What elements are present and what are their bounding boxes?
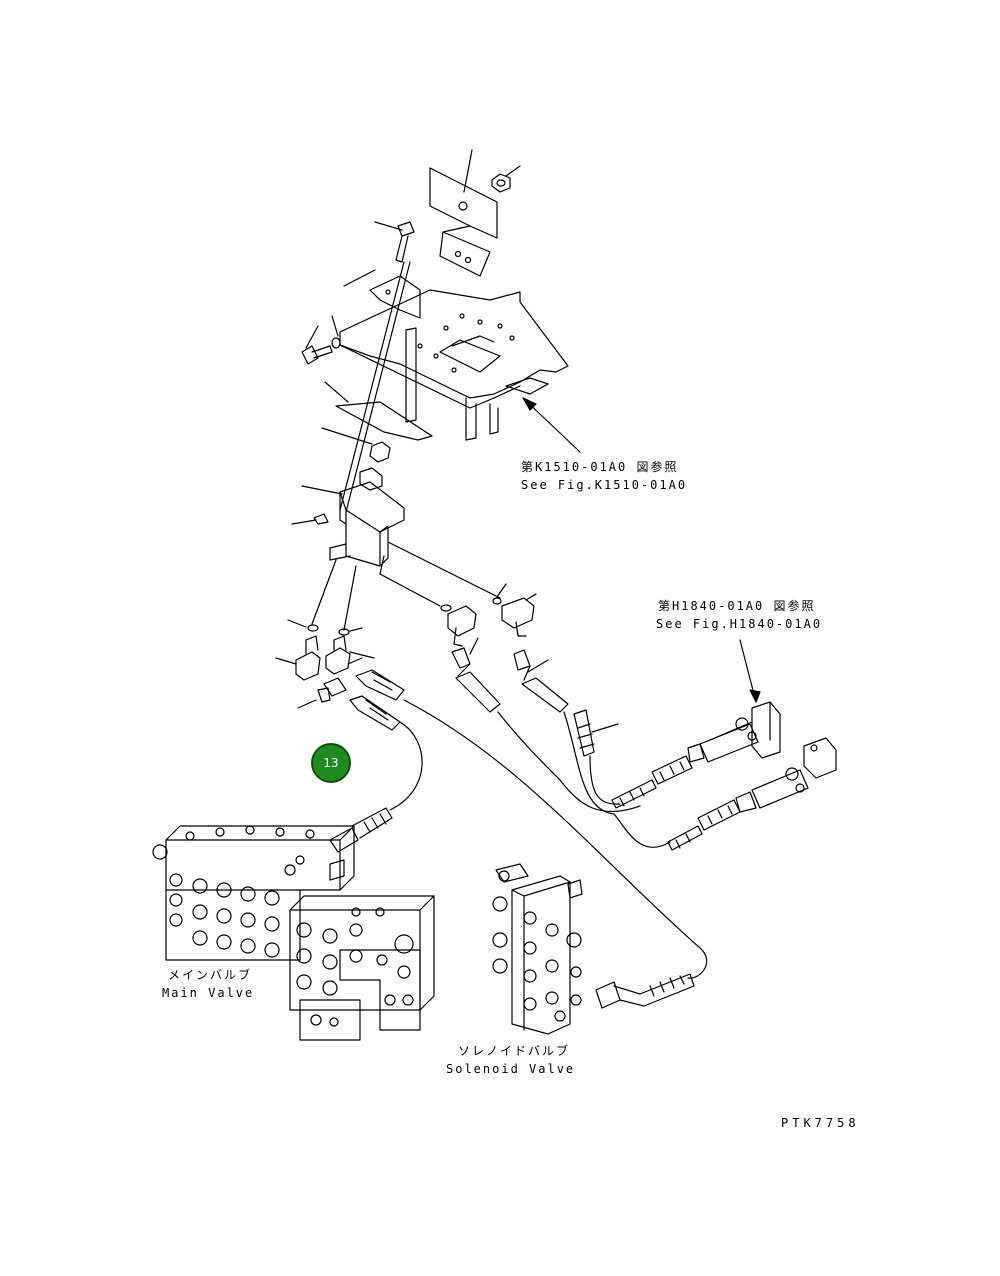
solenoid-valve-label-jp: ソレノイドバルブ	[458, 1044, 571, 1058]
bolt-washer-left	[301, 315, 341, 365]
part-callout-13[interactable]: 13	[311, 743, 351, 783]
upper-bracket	[429, 149, 498, 277]
main-valve-label-en: Main Valve	[162, 986, 255, 1000]
hex-nut	[321, 427, 391, 463]
linkage-rod	[339, 261, 405, 511]
bolt-part	[374, 221, 415, 263]
linkage-rod	[345, 261, 411, 513]
right-cylinder-assembly	[611, 639, 837, 851]
hose-routes	[389, 699, 708, 979]
hose-assemblies-upper	[349, 637, 619, 757]
frame-bracket	[339, 269, 581, 453]
main-valve-drawing	[152, 825, 435, 1041]
pilot-valve-body	[291, 467, 405, 567]
elbow-fittings-right	[447, 593, 537, 647]
reference-h1840-en: See Fig.H1840-01A0	[656, 617, 823, 631]
reference-k1510-en: See Fig.K1510-01A0	[521, 478, 688, 492]
small-fittings	[287, 583, 507, 636]
reference-k1510-jp: 第K1510-01A0 図参照	[521, 460, 679, 474]
solenoid-valve-label-en: Solenoid Valve	[446, 1062, 576, 1076]
pilot-lines	[311, 541, 501, 631]
elbow-fittings-left	[275, 635, 375, 709]
nut-part	[491, 165, 521, 193]
solenoid-valve-drawing	[492, 863, 695, 1035]
main-valve-label-jp: メインバルブ	[168, 968, 253, 982]
hose-fitting-lower	[329, 807, 393, 853]
cover-plate	[324, 381, 433, 441]
reference-h1840-jp: 第H1840-01A0 図参照	[658, 599, 816, 613]
drawing-code: PTK7758	[781, 1116, 860, 1130]
